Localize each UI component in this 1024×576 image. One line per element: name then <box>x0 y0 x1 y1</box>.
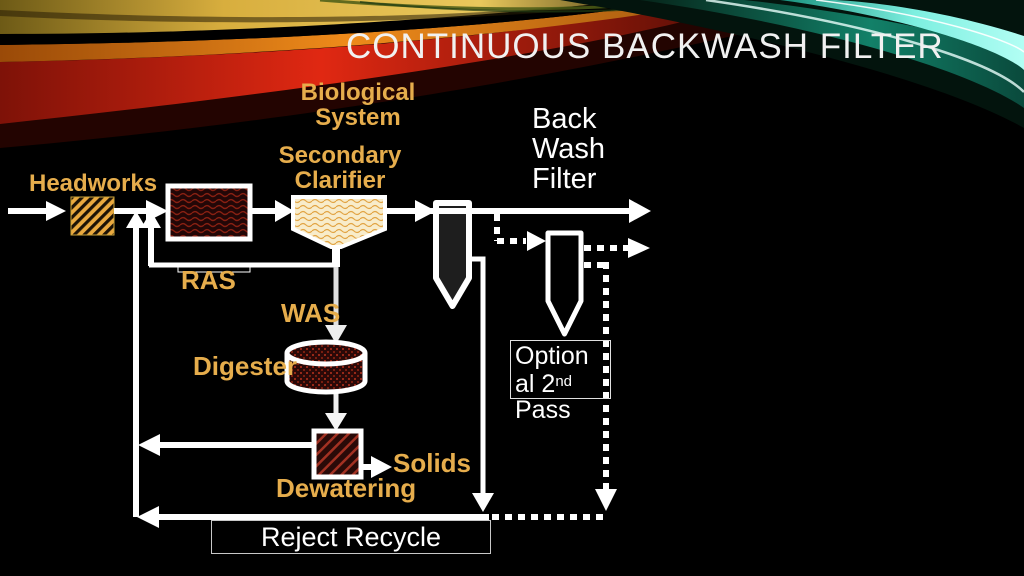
was-line <box>325 245 347 344</box>
optional-second-pass-line1: Option <box>515 342 589 370</box>
label-back-wash-filter: Back Wash Filter <box>532 104 605 194</box>
digester-outlet-arrow <box>325 392 347 431</box>
slide-title: CONTINUOUS BACKWASH FILTER <box>346 27 944 66</box>
bio-to-clarifier-arrow <box>251 200 294 222</box>
recycle-return-riser <box>126 211 146 517</box>
optional-second-pass-box: Option al 2nd Pass <box>510 340 611 423</box>
label-digester: Digester <box>193 351 298 381</box>
optional-effluent-dotted-arrow <box>584 238 650 258</box>
label-was: WAS <box>281 298 341 328</box>
digester-cylinder <box>284 339 368 395</box>
clarifier-effluent-line <box>386 199 651 223</box>
label-back-wash-filter-line2: Wash <box>532 133 606 165</box>
optional-reject-dotted-line <box>584 262 617 511</box>
header-swoosh-graphic <box>0 0 1024 148</box>
label-back-wash-filter-line3: Filter <box>532 163 597 195</box>
label-dewatering: Dewatering <box>276 473 417 503</box>
backwash-filter-shape <box>433 200 472 309</box>
label-biological-system-line2: System <box>315 104 401 131</box>
label-solids: Solids <box>393 448 472 478</box>
headworks-box <box>70 196 115 236</box>
label-biological-system: Biological System <box>288 80 428 130</box>
label-headworks: Headworks <box>29 170 158 197</box>
secondary-clarifier-shape <box>291 195 387 249</box>
dewatering-box <box>311 428 364 480</box>
label-biological-system-line1: Biological <box>300 79 416 106</box>
label-ras: RAS <box>181 265 236 295</box>
label-secondary-clarifier-line2: Clarifier <box>294 167 386 194</box>
dewatering-return-arrow <box>138 434 313 456</box>
second-pass-filter-shape <box>545 230 584 337</box>
headworks-to-bio-arrow <box>114 200 168 222</box>
reject-recycle-box: Reject Recycle <box>211 520 491 554</box>
optional-second-pass-line2: al 2nd <box>515 370 572 398</box>
backwash-reject-line <box>469 256 494 512</box>
label-secondary-clarifier-line1: Secondary <box>278 142 402 169</box>
label-back-wash-filter-line1: Back <box>532 103 597 135</box>
optional-feed-dotted-arrow <box>494 214 546 251</box>
optional-second-pass-line3: Pass <box>515 396 571 424</box>
label-secondary-clarifier: Secondary Clarifier <box>270 143 410 193</box>
biological-system-box <box>165 183 253 242</box>
ordinal-superscript: nd <box>555 373 572 390</box>
influent-arrow <box>8 201 66 221</box>
ras-label-box <box>177 262 251 273</box>
reject-recycle-line <box>137 506 489 528</box>
